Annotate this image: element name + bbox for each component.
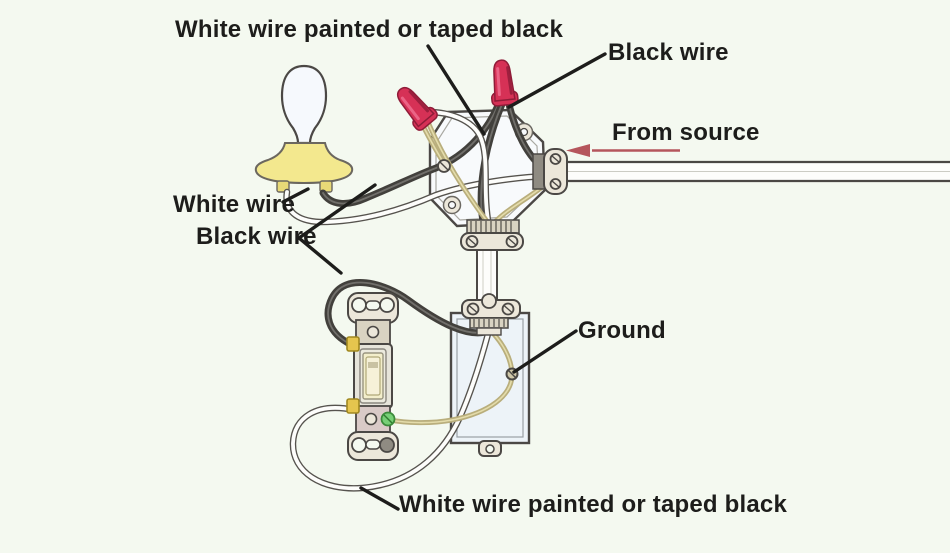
wire-nut-right (490, 59, 519, 107)
label-top-white-wire: White wire painted or taped black (175, 16, 563, 43)
brass-terminal-bottom (346, 398, 360, 414)
switch (346, 292, 399, 461)
leader-top-white-wire (426, 44, 486, 136)
leader-white-wire-left (281, 187, 310, 204)
brass-terminal-top (346, 336, 360, 352)
label-bottom-white-wire: White wire painted or taped black (399, 491, 787, 518)
connecting-cable (476, 249, 498, 303)
leader-bottom-white-wire (359, 486, 400, 511)
light-bulb (254, 64, 354, 193)
label-white-wire-left: White wire (173, 191, 296, 218)
from-source-arrow (566, 144, 680, 157)
cable-clamp-switchbox (461, 293, 521, 336)
leader-ground (512, 329, 578, 374)
label-black-wire-left: Black wire (196, 223, 317, 250)
cable-clamp-bottom (460, 219, 524, 251)
label-from-source: From source (612, 119, 760, 146)
source-cable (563, 160, 950, 183)
leader-black-wire-left (296, 183, 377, 275)
label-ground: Ground (578, 317, 666, 344)
bulb-glass (280, 64, 328, 145)
leader-lines (281, 44, 607, 511)
wires-junction (283, 96, 552, 230)
leader-black-wire-top (507, 52, 607, 109)
bulb-base (254, 142, 354, 185)
wires-switch (289, 279, 519, 492)
wire-nut-left (396, 86, 438, 131)
cable-clamp-source (532, 148, 568, 195)
label-black-wire-top: Black wire (608, 39, 729, 66)
